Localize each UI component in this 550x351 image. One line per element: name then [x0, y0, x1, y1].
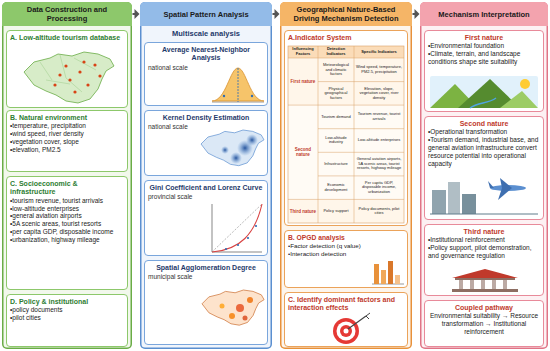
stage-panel: Mechanism InterpretationFirst nature•Env… — [420, 2, 548, 349]
section-title: Gini Coefficient and Lorenz Curve — [148, 184, 264, 192]
content-box: C. Identify dominant factors and interac… — [284, 292, 408, 347]
table-cell: Third nature — [288, 199, 318, 223]
content-box: A.Indicator SystemInfluencing FactorsDet… — [284, 30, 408, 226]
bullet-text: •wind speed, river density — [10, 130, 124, 138]
table-cell: Wind speed, temperature, PM2.5, precipit… — [354, 58, 404, 82]
table-cell: Elevation, slope, vegetation cover, rive… — [354, 82, 404, 106]
content-box: Spatial Agglomeration Degreemunicipal sc… — [144, 260, 268, 345]
scale-label: national scale — [148, 123, 212, 131]
bullet-text: •low-altitude enterprises — [10, 205, 124, 213]
table-cell: Physical geographical factors — [318, 82, 354, 106]
section-title: D. Policy & institutional — [10, 298, 124, 306]
panel-subtitle: Multiscale analysis — [140, 29, 272, 38]
bullet-text: •Policy support, pilot demonstration, an… — [428, 244, 540, 260]
content-box: Average Nearest-Neighbor Analysisnationa… — [144, 42, 268, 106]
bullet-text: •pilot cities — [10, 314, 124, 322]
target-icon — [333, 313, 370, 344]
panel-header: Mechanism Interpretation — [420, 2, 548, 26]
table-cell: Meteorological and climatic factors — [318, 58, 354, 82]
bullet-text: •urbanization, highway mileage — [10, 236, 124, 244]
scale-label: provincial scale — [148, 193, 212, 201]
panel-header: Geographical Nature-Based Driving Mechan… — [280, 2, 412, 26]
bullet-text: •temperature, precipitation — [10, 122, 124, 130]
table-cell: General aviation airports, 5A scenic are… — [354, 152, 404, 176]
content-box: B. OPGD analysis•Factor detection (q val… — [284, 230, 408, 288]
table-cell: Per capita GDP, disposable income, urban… — [354, 176, 404, 200]
section-title: A. Low-altitude tourism database — [10, 34, 124, 42]
flow-arrow — [273, 9, 280, 19]
bullet-text: •Climate, terrain, and landscape conditi… — [428, 50, 540, 66]
landscape-icon — [430, 76, 538, 108]
table-cell: Tourism demand — [318, 105, 354, 129]
stage-panel: Geographical Nature-Based Driving Mechan… — [280, 2, 412, 349]
indicator-table — [288, 46, 404, 223]
content-box: C. Socioeconomic & infrastructure•touris… — [6, 176, 128, 290]
lorenz-curve — [212, 204, 262, 252]
content-box: D. Policy & institutional•policy documen… — [6, 294, 128, 347]
bullet-text: •Operational transformation — [428, 128, 540, 136]
bullet-text: •5A scenic areas, tourist resorts — [10, 220, 124, 228]
bullet-text: •Tourism demand, industrial base, and ge… — [428, 136, 540, 167]
content-box: Third nature•Institutional reinforcement… — [424, 224, 544, 296]
section-title: Coupled pathway — [428, 304, 540, 312]
kernel-density-map — [201, 130, 264, 166]
content-box: Coupled pathwayEnvironmental suitability… — [424, 300, 544, 347]
china-map — [24, 52, 114, 103]
bullet-text: •vegetation cover, slope — [10, 138, 124, 146]
bar-chart — [372, 261, 404, 284]
content-box: Gini Coefficient and Lorenz Curveprovinc… — [144, 180, 268, 256]
content-box: A. Low-altitude tourism database — [6, 30, 128, 108]
section-title: Third nature — [428, 228, 540, 236]
flow-arrow — [133, 9, 140, 19]
section-title: Spatial Agglomeration Degree — [148, 264, 264, 272]
aviation-icon — [430, 178, 538, 214]
bullet-text: •Interaction detection — [288, 250, 404, 257]
section-title: Second nature — [428, 120, 540, 128]
table-cell: Low-altitude industry — [318, 129, 354, 153]
government-icon — [452, 269, 518, 292]
table-cell: Specific Indicators — [354, 46, 404, 58]
content-box: B. Natural environment•temperature, prec… — [6, 110, 128, 172]
bullet-text: •tourism revenue, tourist arrivals — [10, 197, 124, 205]
bell-curve — [212, 68, 264, 102]
section-title: Kernel Density Estimation — [148, 114, 264, 122]
table-cell: First nature — [288, 58, 318, 105]
flow-arrow — [413, 9, 420, 19]
bullet-text: •policy documents — [10, 306, 124, 314]
agglomeration-map — [202, 290, 264, 325]
table-cell: Low-altitude enterprises — [354, 129, 404, 153]
stage-panel: Spatial Pattern AnalysisMultiscale analy… — [140, 2, 272, 349]
table-cell: Policy documents, pilot cities — [354, 199, 404, 223]
section-title: B. OPGD analysis — [288, 234, 404, 242]
section-title: C. Socioeconomic & infrastructure — [10, 180, 124, 197]
stage-panel: Data Construction and Processing A. Low-a… — [2, 2, 132, 349]
table-cell: Detection Indicators — [318, 46, 354, 58]
table-cell: Tourism revenue, tourist arrivals — [354, 105, 404, 129]
content-box: Second nature•Operational transformation… — [424, 116, 544, 220]
bullet-text: Environmental suitability → Resource tra… — [428, 312, 540, 335]
table-cell: Economic development — [318, 176, 354, 200]
section-title: B. Natural environment — [10, 114, 124, 122]
scale-label: municipal scale — [148, 273, 212, 281]
bullet-text: •elevation, PM2.5 — [10, 146, 124, 154]
section-title: Average Nearest-Neighbor Analysis — [148, 46, 264, 63]
bullet-text: •Institutional reinforcement — [428, 236, 540, 244]
bullet-text: •per capita GDP, disposable income — [10, 228, 124, 236]
section-title: C. Identify dominant factors and interac… — [288, 296, 404, 313]
bullet-text: •general aviation airports — [10, 212, 124, 220]
content-box: Kernel Density Estimationnational scale — [144, 110, 268, 176]
bullet-text: •Factor detection (q value) — [288, 242, 404, 249]
bullet-text: •Environmental foundation — [428, 42, 540, 50]
scale-label: national scale — [148, 64, 212, 72]
table-cell: Policy support — [318, 199, 354, 223]
table-cell: Influencing Factors — [288, 46, 318, 58]
section-title: A.Indicator System — [288, 34, 404, 42]
panel-header: Spatial Pattern Analysis — [140, 2, 272, 26]
panel-header: Data Construction and Processing — [2, 2, 132, 26]
section-title: First nature — [428, 34, 540, 42]
table-cell: Second nature — [288, 105, 318, 199]
table-cell: Infrastructure — [318, 152, 354, 176]
content-box: First nature•Environmental foundation•Cl… — [424, 30, 544, 112]
